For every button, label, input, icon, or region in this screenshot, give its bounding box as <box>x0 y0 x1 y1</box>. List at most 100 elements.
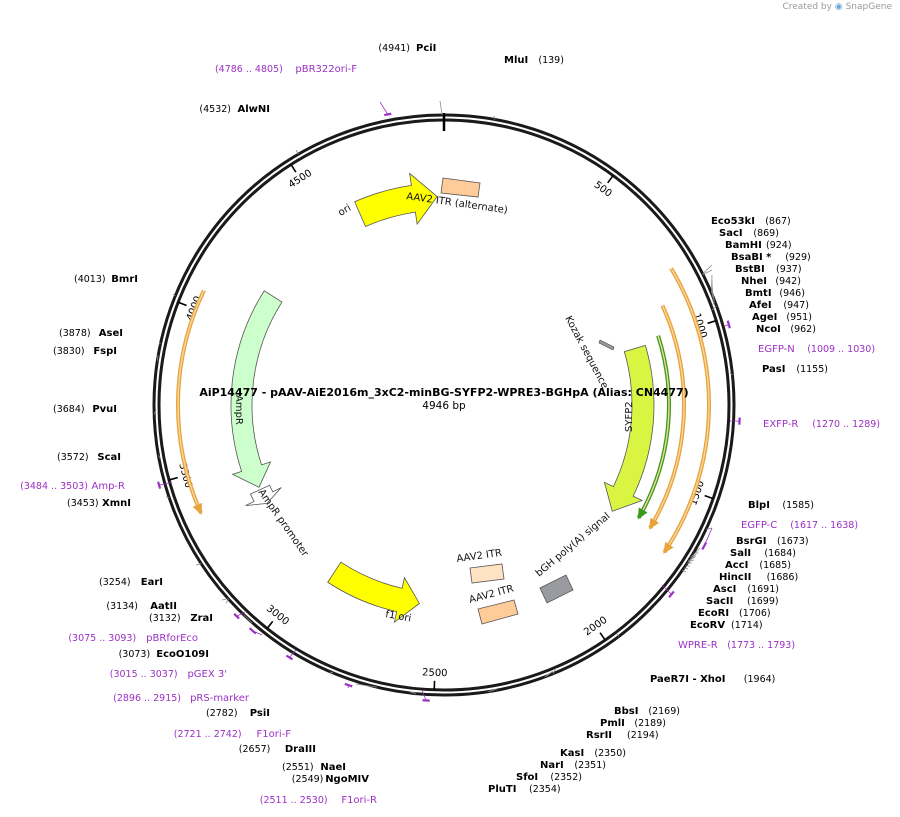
site-scai[interactable]: ScaI(3572) <box>57 452 121 463</box>
site-mlui[interactable]: MluI(139) <box>504 55 564 66</box>
site-agei[interactable]: AgeI(951) <box>752 312 812 323</box>
site-bmri[interactable]: BmrI(4013) <box>74 274 138 285</box>
site-ecori[interactable]: EcoRI(1706) <box>698 608 771 619</box>
site-name-zrai: ZraI <box>190 613 213 624</box>
site-bamhi[interactable]: BamHI(924) <box>725 240 792 251</box>
site-ngomiv[interactable]: NgoMIV(2549) <box>292 774 369 785</box>
site-afei[interactable]: AfeI(947) <box>749 300 809 311</box>
site-pos-alwni: (4532) <box>199 104 231 115</box>
site-pos-fspi: (3830) <box>53 346 85 357</box>
site-pluti[interactable]: PluTI(2354) <box>488 784 561 795</box>
feature-ori-arrow[interactable] <box>354 172 438 228</box>
site-leader-afei <box>711 299 715 302</box>
feature-ampr-arrow[interactable] <box>230 290 283 488</box>
site-naei[interactable]: NaeI(2551) <box>282 762 346 773</box>
site-name-pasi: PasI <box>762 364 785 375</box>
primer-range-wpre-r: (1773 .. 1793) <box>727 640 795 651</box>
primer-f1ori-f[interactable]: F1ori-F(2721 .. 2742) <box>174 729 292 740</box>
feature-bgh-polya-box[interactable] <box>539 574 574 604</box>
site-ecoo109i[interactable]: EcoO109I(3073) <box>119 649 209 660</box>
site-saci[interactable]: SacI(869) <box>719 228 779 239</box>
snapgene-logo-icon: ◉ <box>834 2 843 12</box>
site-ncoi[interactable]: NcoI(962) <box>756 324 816 335</box>
site-aatii[interactable]: AatII(3134) <box>106 601 177 612</box>
site-pasi[interactable]: PasI(1155) <box>762 364 828 375</box>
site-blpi[interactable]: BlpI(1585) <box>748 500 814 511</box>
primer-exfp-r[interactable]: EXFP-R(1270 .. 1289) <box>763 419 880 430</box>
tick-1000 <box>707 319 717 325</box>
feature-syfp2-arrow[interactable] <box>603 344 655 512</box>
site-pmli[interactable]: PmlI(2189) <box>600 718 666 729</box>
site-name-agei: AgeI <box>752 312 777 323</box>
site-leader-xmni <box>165 496 170 499</box>
site-acci[interactable]: AccI(1685) <box>725 560 791 571</box>
primer-prs-marker[interactable]: pRS-marker(2896 .. 2915) <box>113 693 250 704</box>
site-fspi[interactable]: FspI(3830) <box>53 346 117 357</box>
primer-egfp-c[interactable]: EGFP-C(1617 .. 1638) <box>741 520 858 531</box>
site-name-pvui: PvuI <box>92 404 117 415</box>
feature-aav2-itr-top-box[interactable] <box>469 563 505 584</box>
feature-f1-ori-arrow[interactable] <box>327 561 420 624</box>
site-pos-ncoi: (962) <box>790 324 816 335</box>
site-sacii[interactable]: SacII(1699) <box>706 596 779 607</box>
plasmid-length: 4946 bp <box>422 400 466 412</box>
site-sali[interactable]: SalI(1684) <box>730 548 796 559</box>
site-eari[interactable]: EarI(3254) <box>99 577 163 588</box>
site-bstbi[interactable]: BstBI(937) <box>735 264 802 275</box>
feature-aav2-itr-alternate-box[interactable] <box>440 177 481 198</box>
primer-name-egfp-n: EGFP-N <box>758 344 795 355</box>
orf-right-outer-arc[interactable] <box>662 267 711 554</box>
site-zrai[interactable]: ZraI(3132) <box>149 613 213 624</box>
site-pos-acci: (1685) <box>759 560 791 571</box>
site-bsabi[interactable]: BsaBI *(929) <box>731 252 811 263</box>
site-pvui[interactable]: PvuI(3684) <box>53 404 117 415</box>
site-paer7i-xhoi[interactable]: PaeR7I - XhoI (1964) <box>650 674 775 685</box>
site-hincii[interactable]: HincII(1686) <box>719 572 798 583</box>
site-kasi[interactable]: KasI(2350) <box>560 748 626 759</box>
primer-pbrforeco[interactable]: pBRforEco(3075 .. 3093) <box>68 633 198 644</box>
feature-kozak-box[interactable] <box>598 339 615 351</box>
feature-aav2-itr-bottom-box[interactable] <box>477 599 519 625</box>
site-xmni[interactable]: XmnI(3453) <box>67 498 131 509</box>
site-draiii[interactable]: DraIII(2657) <box>239 744 316 755</box>
site-bmti[interactable]: BmtI(946) <box>745 288 805 299</box>
primer-amp-r[interactable]: Amp-R(3484 .. 3503) <box>20 481 125 492</box>
site-name-naei: NaeI <box>320 762 346 773</box>
site-leader-ecori <box>683 567 689 570</box>
site-name-asei: AseI <box>99 328 123 339</box>
primer-f1ori-r[interactable]: F1ori-R(2511 .. 2530) <box>260 795 377 806</box>
site-pcii[interactable]: (4941)PciI <box>378 43 436 54</box>
primer-pgex-3[interactable]: pGEX 3'(3015 .. 3037) <box>110 669 227 680</box>
site-name-saci: SacI <box>719 228 743 239</box>
site-asci[interactable]: AscI(1691) <box>713 584 779 595</box>
site-asei[interactable]: AseI(3878) <box>59 328 123 339</box>
site-ecorv[interactable]: EcoRV(1714) <box>690 620 763 631</box>
site-bbsi[interactable]: BbsI(2169) <box>614 706 680 717</box>
primer-wpre-r[interactable]: WPRE-R(1773 .. 1793) <box>678 640 795 651</box>
feature-ampr-promoter-arrow[interactable] <box>245 484 282 507</box>
site-pos-blpi: (1585) <box>782 500 814 511</box>
site-eco53ki[interactable]: Eco53kI(867) <box>711 216 791 227</box>
site-name-bstbi: BstBI <box>735 264 765 275</box>
site-pos-bsrgi: (1673) <box>777 536 809 547</box>
site-pos-scai: (3572) <box>57 452 89 463</box>
primer-name-f1ori-r: F1ori-R <box>341 795 377 806</box>
site-alwni[interactable]: AlwNI(4532) <box>199 104 270 115</box>
site-name-sacii: SacII <box>706 596 733 607</box>
primer-egfp-n[interactable]: EGFP-N(1009 .. 1030) <box>758 344 875 355</box>
site-rsrii[interactable]: RsrII(2194) <box>586 730 659 741</box>
primer-leader-amp-r <box>158 481 173 486</box>
site-nhei[interactable]: NheI(942) <box>741 276 801 287</box>
primer-label-group: pBR322ori-F(4786 .. 4805) EGFP-N(1009 .. … <box>20 64 880 806</box>
primer-pbr322ori-f[interactable]: pBR322ori-F(4786 .. 4805) <box>215 64 357 75</box>
site-sfoi[interactable]: SfoI(2352) <box>516 772 582 783</box>
site-nari[interactable]: NarI(2351) <box>540 760 606 771</box>
site-leader-ncoi <box>711 305 717 311</box>
site-leader-mlui <box>493 115 496 120</box>
site-bsrgi[interactable]: BsrGI (1673) <box>736 536 809 547</box>
site-psii[interactable]: PsiI(2782) <box>206 708 270 719</box>
site-name-paer7i-xhoi: PaeR7I - XhoI <box>650 674 726 685</box>
site-pos-paer7i-xhoi: (1964) <box>744 674 776 685</box>
feature-label-ampr: AmpR <box>233 395 244 425</box>
site-name-bsrgi: BsrGI <box>736 536 766 547</box>
